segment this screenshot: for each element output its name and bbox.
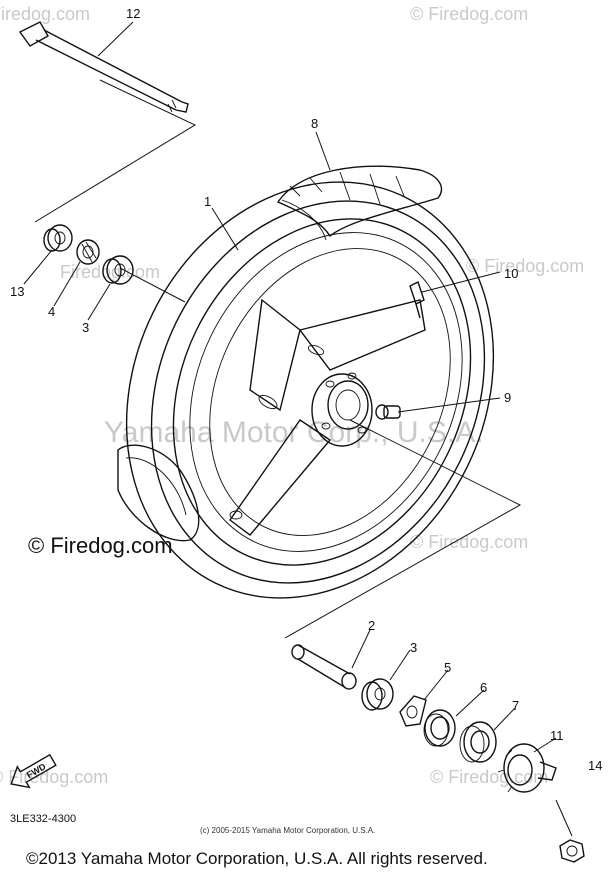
- watermark-left-mid: Firedog.com: [60, 262, 160, 282]
- firedog-logo-text: © Firedog.com: [28, 533, 173, 558]
- watermark-right-mid: © Firedog.com: [410, 532, 528, 552]
- bearing-part-3-right: [361, 678, 394, 711]
- callout-leaders: [23, 21, 557, 753]
- callout-9: 9: [504, 390, 511, 405]
- callout-1: 1: [204, 194, 211, 209]
- callout-11: 11: [550, 728, 564, 743]
- nut-part-14: [555, 799, 585, 863]
- callout-7: 7: [512, 698, 519, 713]
- callout-6: 6: [480, 680, 487, 695]
- spacer-part-2: [291, 644, 357, 690]
- callout-8: 8: [311, 116, 318, 131]
- callouts: 12 8 1 10 13 4 3 9 2 3 5 6 7 11 14: [10, 6, 602, 773]
- valve-part-10: [409, 281, 425, 319]
- watermark-center: Yamaha Motor Corp., U.S.A.: [104, 416, 484, 449]
- watermarks: Firedog.com © Firedog.com © Firedog.com …: [0, 4, 584, 787]
- oil-seal-part-6: [423, 709, 456, 747]
- callout-12: 12: [126, 6, 140, 21]
- tire-tread-part-8: [276, 165, 443, 241]
- axle-part-12: [18, 21, 189, 113]
- right-assembly-bracket: [284, 419, 522, 639]
- bearing-part-7: [459, 721, 497, 763]
- left-assembly-line: [119, 267, 186, 303]
- callout-13: 13: [10, 284, 24, 299]
- clutch-part-5: [399, 695, 427, 727]
- callout-4: 4: [48, 304, 55, 319]
- callout-14: 14: [588, 758, 602, 773]
- drawing-code: 3LE332-4300: [10, 813, 76, 825]
- watermark-top-right: © Firedog.com: [410, 4, 528, 24]
- collar-part-13: [43, 224, 73, 252]
- watermark-bottom-right: © Firedog.com: [430, 767, 548, 787]
- oil-seal-part-4: [76, 239, 100, 265]
- callout-5: 5: [444, 660, 451, 675]
- callout-10: 10: [504, 266, 518, 281]
- left-assembly-bracket: [34, 79, 197, 223]
- footer-copyright: ©2013 Yamaha Motor Corporation, U.S.A. A…: [26, 849, 488, 868]
- watermark-upper-right: © Firedog.com: [466, 256, 584, 276]
- callout-3-left: 3: [82, 320, 89, 335]
- inner-copyright: (c) 2005-2015 Yamaha Motor Corporation, …: [200, 826, 375, 835]
- bearing-part-3-left: [102, 255, 134, 285]
- callout-2: 2: [368, 618, 375, 633]
- callout-3-right: 3: [410, 640, 417, 655]
- gear-unit-part-11: [497, 743, 557, 793]
- watermark-top-left: Firedog.com: [0, 4, 90, 24]
- wheel-tire-part-1: [117, 181, 495, 599]
